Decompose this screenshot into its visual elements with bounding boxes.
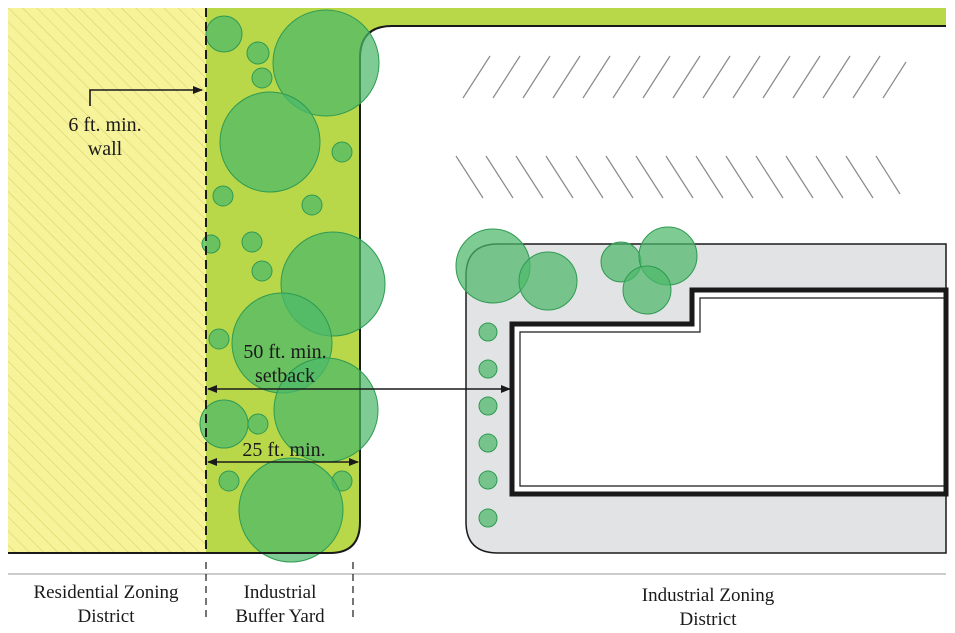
- setback-label-line1: 50 ft. min.: [243, 341, 326, 363]
- tree-small: [478, 396, 498, 416]
- tree-large: [272, 9, 380, 117]
- tree-large: [238, 457, 344, 563]
- tree-small: [208, 328, 230, 350]
- buffer-zone-label-line1: Industrial: [244, 582, 317, 603]
- tree-medium: [199, 399, 249, 449]
- industrial-zone-label-line1: Industrial Zoning: [642, 585, 775, 606]
- tree-small: [247, 413, 269, 435]
- residential-zone-label-line1: Residential Zoning: [33, 582, 179, 603]
- buffer-zone-label-line2: Buffer Yard: [235, 606, 325, 627]
- tree-medium: [455, 228, 531, 304]
- tree-small: [251, 260, 273, 282]
- tree-small: [212, 185, 234, 207]
- residential-zone-label-line2: District: [78, 606, 136, 627]
- residential-zone: [8, 8, 206, 553]
- wall-callout-leader: [89, 86, 203, 106]
- industrial-zone-label-line2: District: [680, 609, 738, 630]
- tree-small: [246, 41, 270, 65]
- parking-stripes-top: [462, 55, 907, 99]
- tree-small: [251, 67, 273, 89]
- wall-label-line1: 6 ft. min.: [68, 114, 141, 136]
- tree-medium: [622, 265, 672, 315]
- building-inner-outline: [519, 297, 946, 487]
- building-footprint: [509, 287, 949, 497]
- tree-small: [478, 470, 498, 490]
- wall-label-line2: wall: [88, 138, 123, 160]
- tree-small: [241, 231, 263, 253]
- tree-small: [478, 508, 498, 528]
- tree-small: [205, 15, 243, 53]
- parking-stripes-bottom: [455, 155, 901, 199]
- tree-small: [331, 141, 353, 163]
- tree-small: [478, 359, 498, 379]
- trees: [199, 9, 698, 563]
- tree-small: [478, 322, 498, 342]
- tree-small: [218, 470, 240, 492]
- buffer-width-label: 25 ft. min.: [242, 439, 325, 461]
- tree-small: [478, 433, 498, 453]
- tree-small: [201, 234, 221, 254]
- tree-small: [301, 194, 323, 216]
- tree-medium: [518, 251, 578, 311]
- setback-label-line2: setback: [255, 365, 315, 387]
- tree-large: [219, 91, 321, 193]
